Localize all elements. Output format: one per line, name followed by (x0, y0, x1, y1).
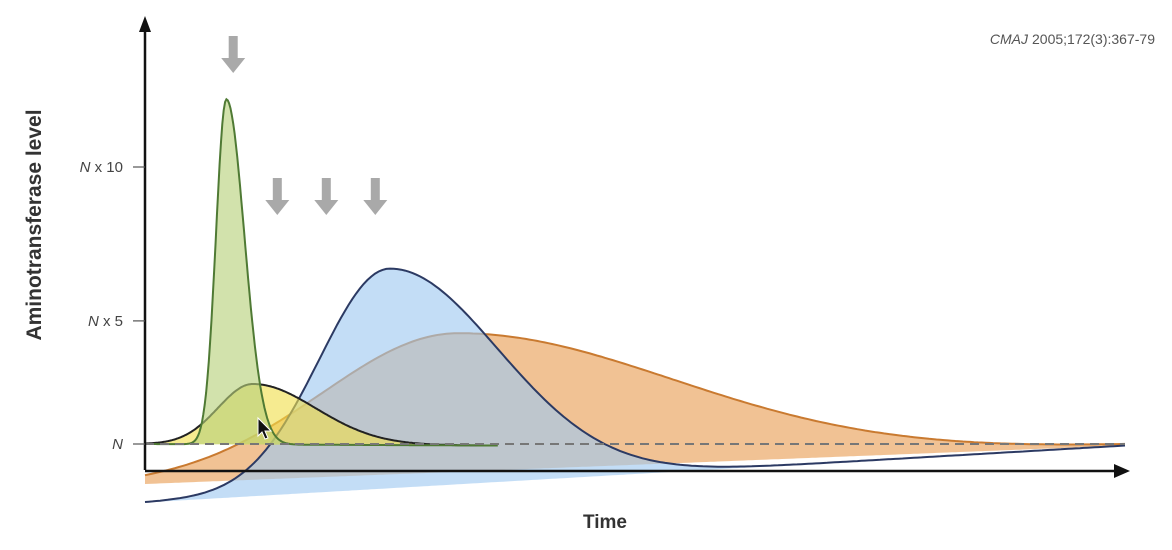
y-tick-label: N x 10 (80, 159, 123, 176)
down-arrow-icon (265, 178, 290, 215)
x-axis-arrow-icon (1114, 464, 1130, 478)
down-arrow-icon (221, 36, 246, 73)
series-line-2 (144, 267, 1126, 503)
axes (139, 16, 1130, 478)
y-axis-label: Aminotransferase level (23, 109, 46, 340)
series-areas (144, 97, 1126, 503)
series-line-4 (145, 97, 498, 447)
down-arrow-icon (363, 178, 388, 215)
down-arrow-icon (314, 178, 339, 215)
y-tick-label: N x 5 (88, 313, 123, 330)
y-ticks: N N x 5 N x 10 (80, 159, 145, 453)
x-axis-label: Time (583, 512, 627, 533)
mouse-cursor (257, 416, 273, 440)
y-axis-arrow-icon (139, 16, 151, 32)
y-tick-label: N (112, 436, 123, 453)
marker-arrows (221, 36, 388, 215)
citation-ref: 2005;172(3):367-79 (1032, 31, 1155, 47)
series-area-4 (145, 99, 498, 446)
citation-journal: CMAJ (990, 31, 1029, 47)
